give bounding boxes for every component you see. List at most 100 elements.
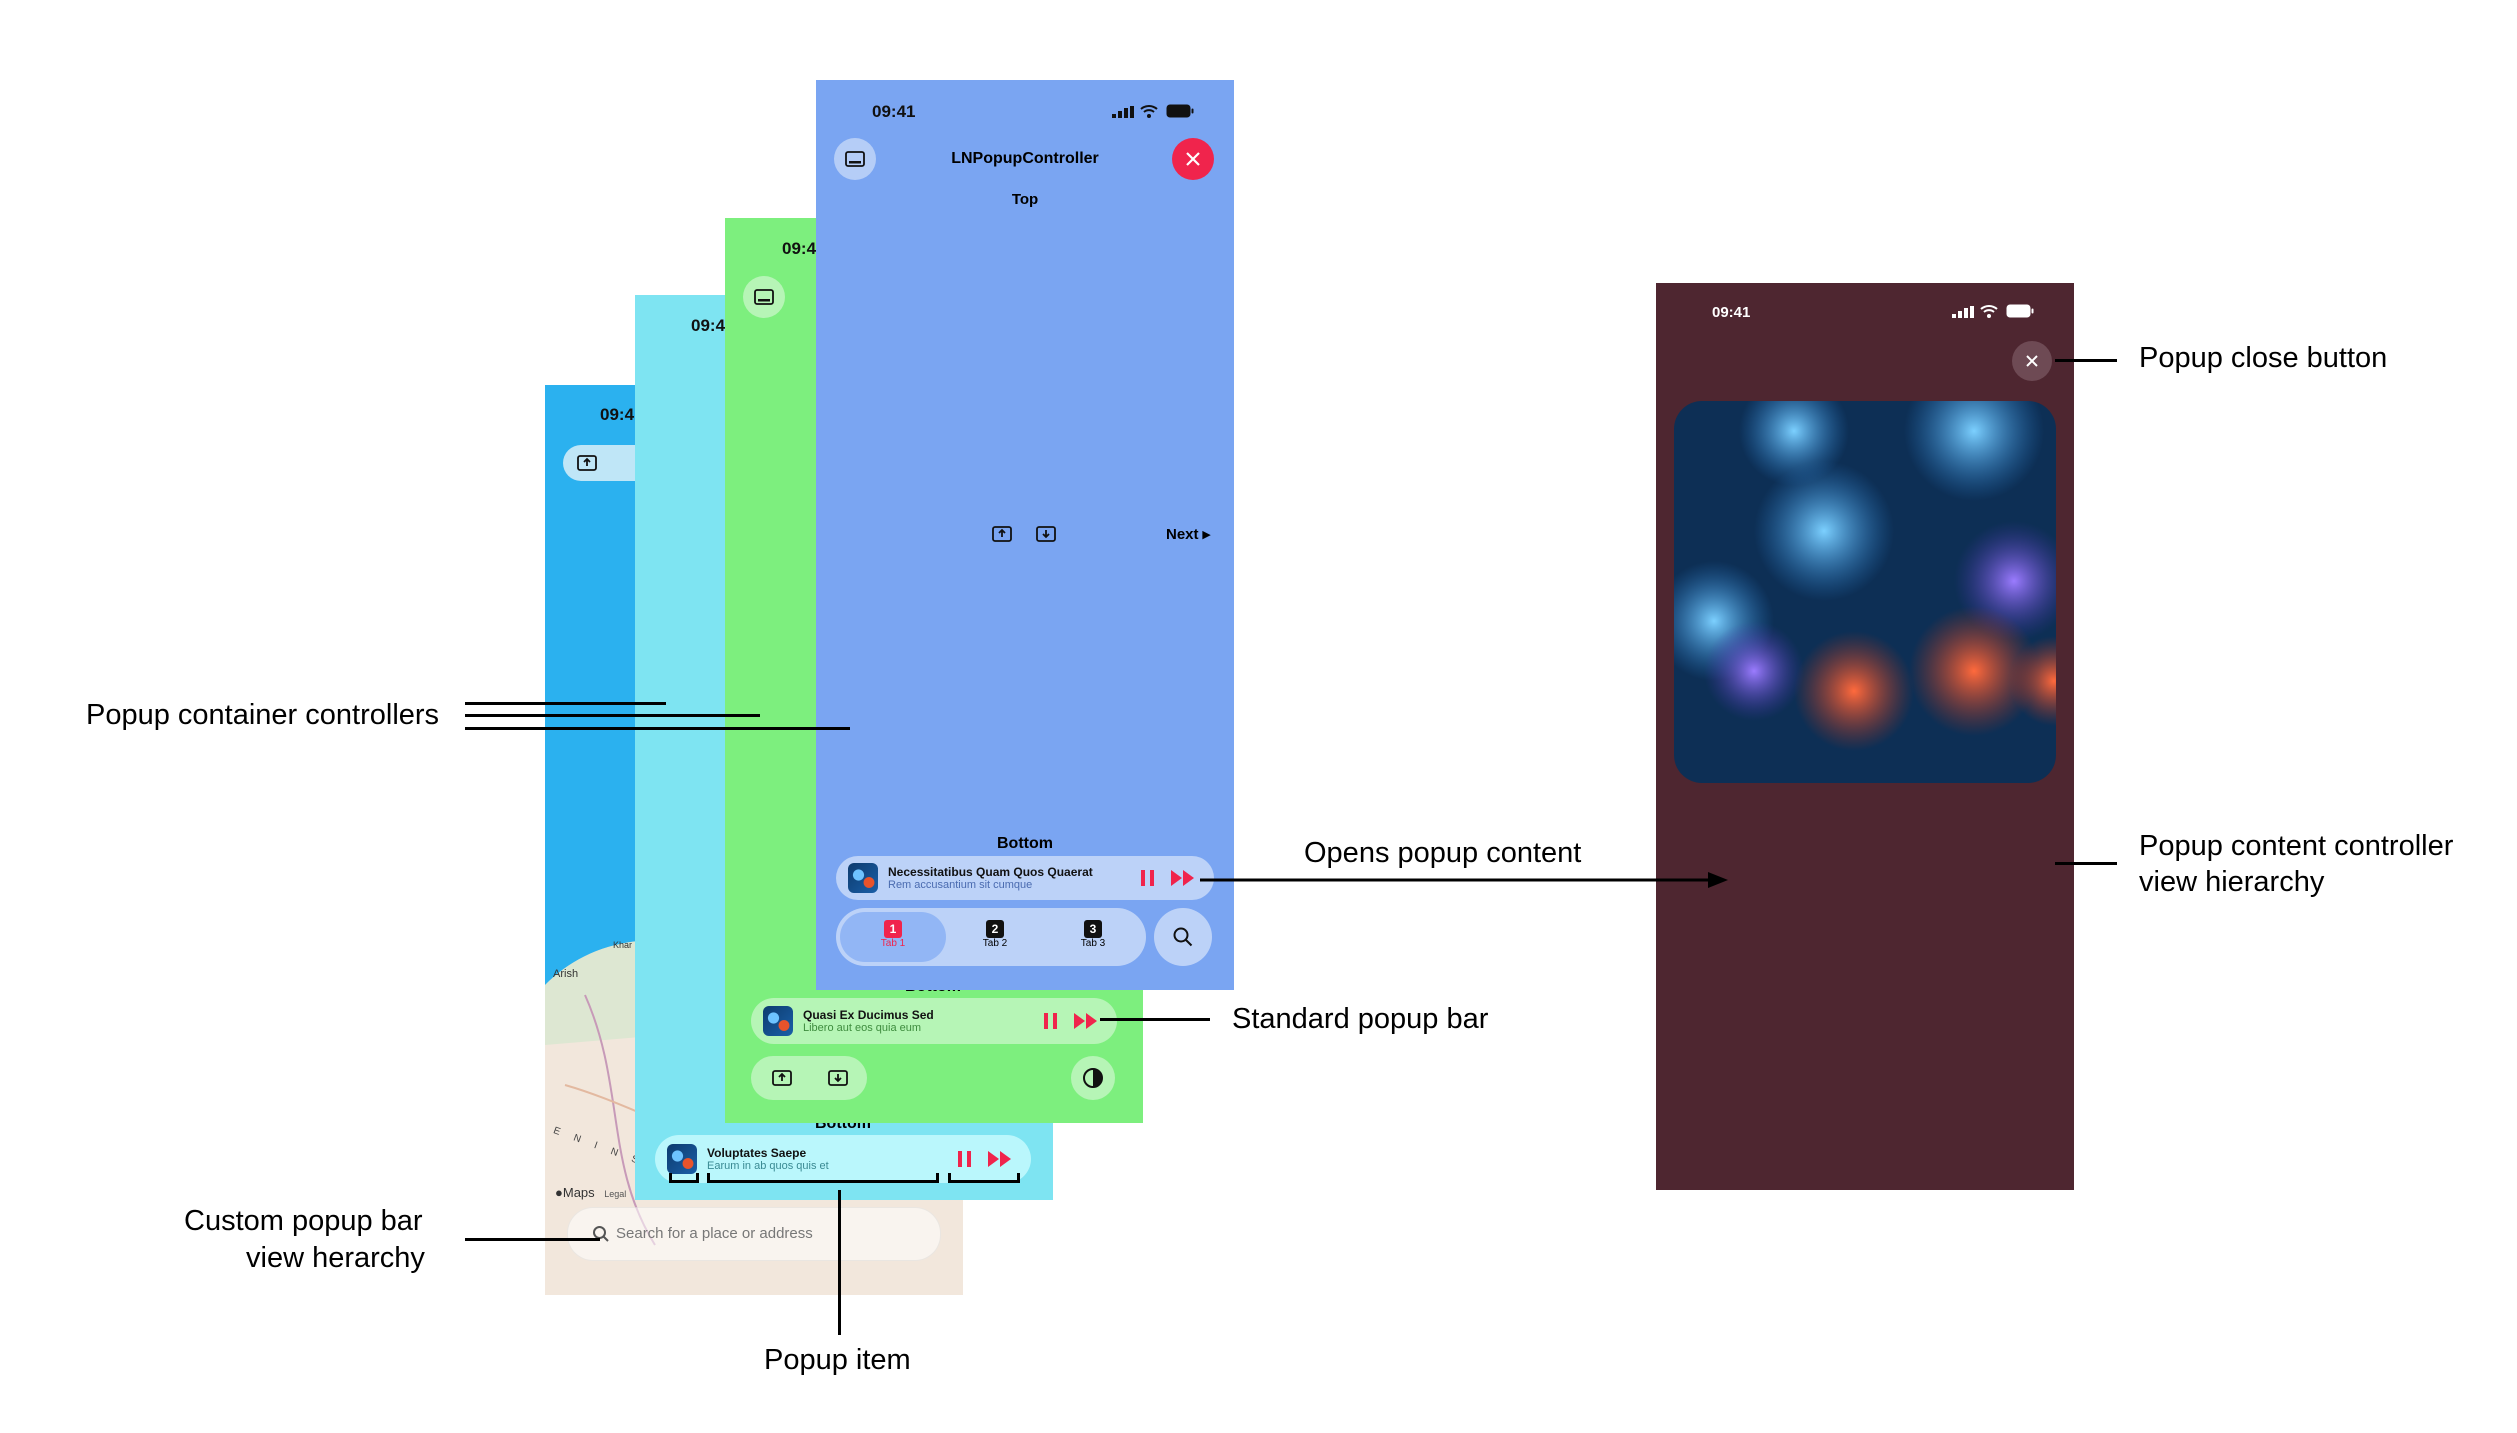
status-time: 09:4 bbox=[600, 405, 635, 424]
next-button[interactable]: Next ▸ bbox=[1166, 526, 1211, 543]
dismiss-bar-icon[interactable] bbox=[1032, 522, 1060, 546]
popup-bar-icon bbox=[754, 289, 774, 305]
pause-icon[interactable] bbox=[1043, 1012, 1059, 1030]
label-standard-bar: Standard popup bar bbox=[1232, 1003, 1489, 1035]
map-label-arish: Arish bbox=[553, 968, 579, 980]
arrow-opens-content bbox=[1200, 872, 1728, 888]
leader-close-button bbox=[2055, 359, 2117, 362]
label-custom-bar-line2: view herarchy bbox=[246, 1242, 425, 1274]
pause-icon[interactable] bbox=[957, 1150, 973, 1168]
cellular-signal-icon bbox=[1112, 106, 1134, 118]
tab-1-badge: 1 bbox=[884, 920, 902, 938]
pause-icon[interactable] bbox=[1140, 869, 1156, 887]
popup-item: Quasi Ex Ducimus Sed Libero aut eos quia… bbox=[803, 1008, 934, 1034]
battery-icon bbox=[2006, 304, 2034, 318]
bracket-ctrls-l bbox=[948, 1173, 951, 1183]
popup-bar-icon bbox=[845, 151, 865, 167]
tab-3-badge: 3 bbox=[1084, 920, 1102, 938]
standard-popup-bar[interactable]: Quasi Ex Ducimus Sed Libero aut eos quia… bbox=[751, 998, 1117, 1044]
legal-link[interactable]: Legal bbox=[604, 1189, 627, 1199]
label-content-controller-line1: Popup content controller bbox=[2139, 830, 2454, 862]
cellular-signal-icon bbox=[1952, 306, 1974, 318]
apple-logo-icon: ● bbox=[555, 1185, 563, 1200]
maps-brand-text: Maps bbox=[562, 1185, 595, 1200]
tab-3-label: Tab 3 bbox=[1080, 938, 1106, 949]
custom-popup-bar[interactable]: Voluptates Saepe Earum in ab quos quis e… bbox=[655, 1135, 1031, 1183]
tab-1-label: Tab 1 bbox=[880, 938, 906, 949]
nav-title: LNPopupController bbox=[951, 150, 1099, 167]
present-bar-icon[interactable] bbox=[988, 522, 1016, 546]
popup-item: Voluptates Saepe Earum in ab quos quis e… bbox=[707, 1146, 829, 1172]
popup-controls bbox=[957, 1135, 1013, 1183]
popup-bar-style-button[interactable] bbox=[743, 276, 785, 318]
leader-content-controller bbox=[2055, 862, 2117, 865]
label-container-controllers: Popup container controllers bbox=[86, 699, 440, 731]
label-close-button: Popup close button bbox=[2139, 342, 2388, 374]
leader-container-3 bbox=[465, 727, 850, 730]
search-button[interactable] bbox=[1154, 908, 1212, 966]
close-button[interactable] bbox=[1172, 138, 1214, 180]
leader-container-2 bbox=[465, 714, 760, 717]
maps-brand: ●Maps Legal bbox=[555, 1185, 626, 1200]
top-label: Top bbox=[1011, 191, 1039, 208]
bracket-ctrls bbox=[948, 1180, 1020, 1183]
leader-popup-item bbox=[838, 1190, 841, 1335]
upload-icon[interactable] bbox=[575, 451, 599, 475]
label-popup-item: Popup item bbox=[764, 1344, 911, 1376]
tab-2-label: Tab 2 bbox=[982, 938, 1008, 949]
bracket-text bbox=[707, 1180, 939, 1183]
present-bar-icon[interactable] bbox=[769, 1066, 795, 1090]
status-time: 09:4 bbox=[691, 316, 726, 335]
status-time: 09:41 bbox=[1712, 304, 1751, 321]
wifi-icon bbox=[1980, 305, 1998, 318]
popup-close-button[interactable] bbox=[2012, 341, 2052, 381]
appearance-button[interactable] bbox=[1071, 1056, 1115, 1100]
fast-forward-icon[interactable] bbox=[1170, 869, 1196, 887]
leader-custom-bar bbox=[465, 1238, 600, 1241]
bottom-label: Bottom bbox=[997, 835, 1053, 852]
leader-standard-bar bbox=[1100, 1018, 1210, 1021]
contrast-icon bbox=[1083, 1068, 1103, 1088]
artwork-thumbnail bbox=[667, 1144, 697, 1174]
wifi-icon bbox=[1140, 105, 1158, 118]
fast-forward-icon[interactable] bbox=[1073, 1012, 1099, 1030]
fast-forward-icon[interactable] bbox=[987, 1150, 1013, 1168]
bracket-text-l bbox=[707, 1173, 710, 1183]
close-icon bbox=[2026, 355, 2038, 367]
popup-subtitle: Rem accusantium sit cumque bbox=[888, 879, 1033, 891]
tab-1[interactable]: 1 Tab 1 bbox=[840, 912, 946, 962]
popup-bar-style-button[interactable] bbox=[834, 138, 876, 180]
artwork-thumbnail bbox=[763, 1006, 793, 1036]
popup-title: Quasi Ex Ducimus Sed bbox=[803, 1008, 934, 1022]
popup-title: Voluptates Saepe bbox=[707, 1146, 807, 1160]
search-field[interactable]: Search for a place or address bbox=[567, 1207, 941, 1261]
battery-icon bbox=[1166, 104, 1194, 118]
popup-content-screen: 09:41 bbox=[1656, 283, 2074, 1190]
tab-2[interactable]: 2 Tab 2 bbox=[946, 912, 1044, 962]
popup-controls bbox=[1043, 998, 1099, 1044]
bracket-art-l bbox=[669, 1173, 672, 1183]
blue-screen: 09:41 LNPopupController Top Next ▸ Botto… bbox=[816, 80, 1234, 990]
label-custom-bar-line1: Custom popup bar bbox=[184, 1205, 423, 1237]
status-time: 09:4 bbox=[782, 239, 817, 258]
popup-controls bbox=[1140, 856, 1196, 900]
bracket-art bbox=[669, 1180, 699, 1183]
tab-bar: 1 Tab 1 2 Tab 2 3 Tab 3 bbox=[836, 908, 1146, 966]
dismiss-bar-icon[interactable] bbox=[825, 1066, 851, 1090]
tab-2-badge: 2 bbox=[986, 920, 1004, 938]
close-icon bbox=[1186, 152, 1200, 166]
artwork-image bbox=[1674, 401, 2056, 783]
popup-subtitle: Libero aut eos quia eum bbox=[803, 1022, 922, 1034]
bracket-art-r bbox=[696, 1173, 699, 1183]
status-time: 09:41 bbox=[872, 102, 916, 121]
label-content-controller-line2: view hierarchy bbox=[2139, 866, 2325, 898]
tab-3[interactable]: 3 Tab 3 bbox=[1044, 912, 1142, 962]
label-opens-content: Opens popup content bbox=[1304, 837, 1582, 869]
popup-subtitle: Earum in ab quos quis et bbox=[707, 1160, 829, 1172]
popup-bar[interactable]: Necessitatibus Quam Quos Quaerat Rem acc… bbox=[836, 856, 1214, 900]
map-label-khar: Khar bbox=[613, 940, 633, 950]
search-placeholder: Search for a place or address bbox=[616, 1225, 813, 1242]
popup-title: Necessitatibus Quam Quos Quaerat bbox=[888, 865, 1093, 879]
bracket-text-r bbox=[936, 1173, 939, 1183]
bracket-ctrls-r bbox=[1017, 1173, 1020, 1183]
